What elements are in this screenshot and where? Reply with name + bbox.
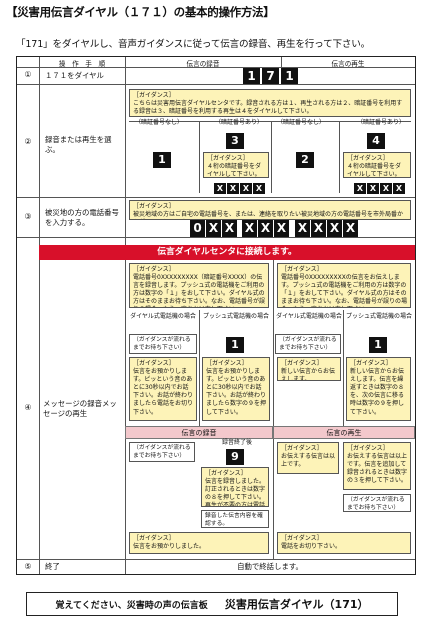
label-no-pin: （暗証番号なし） bbox=[134, 119, 183, 126]
play-section-header: 伝言の再生 bbox=[273, 426, 415, 439]
key-x: X bbox=[343, 220, 358, 237]
wait-guidance: （ガイダンスが流れるまでお待ち下さい） bbox=[343, 494, 411, 512]
guidance-play-final: ［ガイダンス］ 電話をお切り下さい。 bbox=[277, 532, 411, 554]
label-no-pin: （暗証番号なし） bbox=[276, 119, 325, 126]
key-x: X bbox=[227, 183, 239, 194]
key-x: X bbox=[327, 220, 342, 237]
guidance-play-push: ［ガイダンス］ 新しい伝言からお伝えします。伝言を繰返すときは数字の８を、次の伝… bbox=[346, 357, 411, 421]
auto-hangup-text: 自動で終話します。 bbox=[237, 562, 303, 571]
guidance-play-end-dial: ［ガイダンス］ お伝えする伝言は以上です。 bbox=[277, 442, 339, 474]
key-x: X bbox=[380, 183, 392, 194]
label-with-pin: （暗証番号あり） bbox=[214, 119, 263, 126]
step-label-5: 終了 bbox=[45, 562, 60, 571]
guidance-select-mode: ［ガイダンス］ こちらは災害用伝言ダイヤルセンタです。録音される方は１、再生され… bbox=[129, 89, 411, 117]
guidance-play-dial: ［ガイダンス］ 新しい伝言からお伝えします。 bbox=[277, 357, 341, 381]
key-x: X bbox=[295, 220, 310, 237]
label-dial-phone: ダイヤル式電話機の場合 bbox=[130, 313, 196, 320]
step-number-2: ② bbox=[24, 137, 32, 146]
key-7: 7 bbox=[262, 68, 279, 84]
key-x: X bbox=[214, 183, 226, 194]
record-section-header: 伝言の録音 bbox=[125, 426, 273, 439]
label-push-phone: プッシュ式電話機の場合 bbox=[345, 313, 412, 320]
operation-table: 操 作 手 順 伝言の録音 伝言の再生 ① １７１をダイヤル 1 7 1 ② 録… bbox=[16, 56, 416, 575]
confirm-recording: 録音した伝言内容を確認する。 bbox=[201, 510, 269, 528]
key-9: 9 bbox=[226, 449, 244, 465]
key-1: 1 bbox=[281, 68, 298, 84]
key-x: X bbox=[240, 183, 252, 194]
label-dial-phone: ダイヤル式電話機の場合 bbox=[276, 313, 342, 320]
label-after-record: 録音終了後 bbox=[221, 439, 252, 446]
footer-banner: 覚えてください、災害時の声の伝言板 災害用伝言ダイヤル（171） bbox=[26, 592, 398, 616]
guidance-pin-play: ［ガイダンス］ ４桁の暗証番号をダイヤルして下さい。 bbox=[343, 152, 411, 178]
footer-tagline: 覚えてください、災害時の声の伝言板 bbox=[55, 601, 208, 611]
label-with-pin: （暗証番号あり） bbox=[356, 119, 405, 126]
step-label-2: 録音または再生を選ぶ。 bbox=[45, 135, 112, 155]
step-number-5: ⑤ bbox=[24, 562, 32, 571]
key-1: 1 bbox=[153, 152, 171, 168]
step-label-3: 被災地の方の電話番号を入力する。 bbox=[45, 208, 119, 228]
key-4: 4 bbox=[367, 133, 385, 149]
key-x: X bbox=[354, 183, 366, 194]
header-record: 伝言の録音 bbox=[186, 60, 220, 68]
guidance-record-push: ［ガイダンス］ 伝言をお預かりします。ピッという音のあとに30秒以内でお話下さい… bbox=[202, 357, 270, 421]
key-x: X bbox=[258, 220, 273, 237]
guidance-record-done: ［ガイダンス］ 伝言を録音しました。訂正されるときは数字の８を押して下さい。再生… bbox=[201, 467, 269, 507]
key-3: 3 bbox=[226, 133, 244, 149]
page-title: 【災害用伝言ダイヤル（１７１）の基本的操作方法】 bbox=[6, 5, 275, 19]
guidance-record-dial: ［ガイダンス］ 伝言をお預かりします。ピッという音のあとに30秒以内でお話下さい… bbox=[129, 357, 197, 421]
key-0: 0 bbox=[190, 220, 205, 237]
footer-service-name: 災害用伝言ダイヤル（171） bbox=[224, 598, 369, 611]
guidance-record-final: ［ガイダンス］ 伝言をお預かりしました。 bbox=[129, 532, 269, 554]
step-number-1: ① bbox=[24, 70, 32, 79]
wait-guidance: （ガイダンスが流れるまでお待ち下さい） bbox=[275, 334, 341, 354]
guidance-play-intro: ［ガイダンス］ 電話番号0XXXXXXXXXの伝言をお伝えします。プッシュ式の電… bbox=[277, 263, 411, 308]
center-connect-banner: 伝言ダイヤルセンタに接続します。 bbox=[39, 245, 415, 260]
header-steps: 操 作 手 順 bbox=[58, 60, 106, 68]
guidance-pin-record: ［ガイダンス］ ４桁の暗証番号をダイヤルして下さい。 bbox=[203, 152, 269, 178]
key-1: 1 bbox=[243, 68, 260, 84]
step-label-4: メッセージの録音メッセージの再生 bbox=[43, 399, 117, 419]
step-number-3: ③ bbox=[24, 212, 32, 221]
step-number-4: ④ bbox=[24, 403, 32, 412]
step-label-1: １７１をダイヤル bbox=[45, 71, 104, 80]
key-1: 1 bbox=[369, 337, 387, 353]
page-subtitle: 「171」をダイヤルし、音声ガイダンスに従って伝言の録音、再生を行って下さい。 bbox=[16, 39, 371, 50]
guidance-play-end-push: ［ガイダンス］ お伝えする伝言は以上です。伝言を追加して録音されるときは数字の３… bbox=[343, 442, 411, 490]
key-x: X bbox=[206, 220, 221, 237]
label-push-phone: プッシュ式電話機の場合 bbox=[202, 313, 269, 320]
header-play: 伝言の再生 bbox=[331, 60, 365, 68]
guidance-record-intro: ［ガイダンス］ 電話番号0XXXXXXXXX（暗証番号XXXX）の伝言を録音しま… bbox=[129, 263, 269, 308]
guidance-enter-number: ［ガイダンス］ 被災地域の方はご自宅の電話番号を、または、連絡を取りたい被災地域… bbox=[129, 200, 411, 220]
key-x: X bbox=[311, 220, 326, 237]
key-1: 1 bbox=[226, 337, 244, 353]
key-x: X bbox=[367, 183, 379, 194]
key-x: X bbox=[242, 220, 257, 237]
key-x: X bbox=[274, 220, 289, 237]
wait-guidance: （ガイダンスが流れるまでお待ち下さい） bbox=[129, 334, 197, 354]
key-x: X bbox=[393, 183, 405, 194]
key-x: X bbox=[222, 220, 237, 237]
wait-guidance: （ガイダンスが流れるまでお待ち下さい） bbox=[129, 442, 195, 462]
key-2: 2 bbox=[296, 152, 314, 168]
key-x: X bbox=[253, 183, 265, 194]
